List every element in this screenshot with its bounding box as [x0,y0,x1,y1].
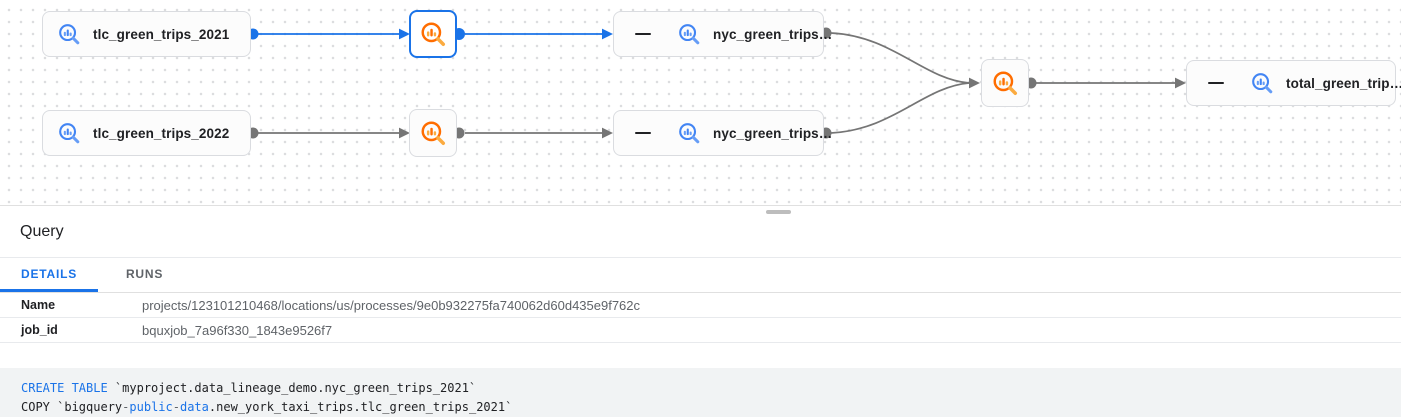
page-title: Query [20,223,64,240]
lineage-graph-canvas[interactable]: tlc_green_trips_2021 tlc_green_trips_202… [0,0,1401,206]
node-label: nyc_green_trips… [713,125,833,141]
node-label: total_green_trip… [1286,75,1401,91]
sql-line-1: CREATE TABLE `myproject.data_lineage_dem… [21,379,1401,398]
sql-text: .new_york_taxi_trips.tlc_green_trips_202… [208,400,513,414]
node-label: tlc_green_trips_2022 [93,125,230,141]
bigquery-table-icon [1252,73,1273,94]
tab-details[interactable]: DETAILS [0,258,99,292]
node-label: tlc_green_trips_2021 [93,26,230,42]
node-query-process-selected[interactable] [409,10,457,58]
row-value: projects/123101210468/locations/us/proce… [142,297,641,313]
sql-text: - [172,400,180,414]
bigquery-table-icon [679,123,700,144]
query-process-icon [421,121,446,146]
node-nyc-green-trips-bottom[interactable]: nyc_green_trips… [613,110,832,156]
sql-keyword: CREATE TABLE [21,381,108,395]
lineage-edges [247,27,1186,139]
node-tlc-green-trips-2021[interactable]: tlc_green_trips_2021 [42,11,251,57]
node-nyc-green-trips-top[interactable]: nyc_green_trips… [613,11,832,57]
tab-label: RUNS [125,266,164,281]
sql-keyword: data [179,400,209,414]
sql-text: - [122,400,130,414]
sql-text: COPY `bigquery [21,400,123,414]
sql-keyword: public [129,400,173,414]
table-row-job-id: job_id bquxjob_7a96f330_1843e9526f7 [0,318,1401,343]
bigquery-table-icon [59,24,80,45]
panel-header: Query [0,207,1401,258]
node-total-green-trips[interactable]: total_green_trip… [1186,60,1401,106]
sql-code-block: CREATE TABLE `myproject.data_lineage_dem… [0,368,1401,417]
node-query-process-merge[interactable] [981,59,1029,107]
query-process-icon [993,71,1018,96]
edge-gray-paths [247,27,1186,139]
node-tlc-green-trips-2022[interactable]: tlc_green_trips_2022 [42,110,251,156]
tab-bar: DETAILS RUNS [0,258,1401,293]
row-key: job_id [21,323,58,337]
tab-runs[interactable]: RUNS [98,258,191,292]
collapse-icon[interactable] [635,125,651,141]
bigquery-table-icon [679,24,700,45]
sql-line-2: COPY `bigquery-public-data.new_york_taxi… [21,398,1401,417]
collapse-icon[interactable] [635,26,651,42]
row-key: Name [21,298,56,312]
collapse-icon[interactable] [1208,75,1224,91]
row-value: bquxjob_7a96f330_1843e9526f7 [142,322,333,338]
query-process-icon [421,22,446,47]
table-row-name: Name projects/123101210468/locations/us/… [0,293,1401,318]
details-panel: Query DETAILS RUNS Name projects/1231012… [0,207,1401,417]
panel-resize-handle[interactable] [766,210,791,214]
tab-label: DETAILS [21,266,78,281]
node-label: nyc_green_trips… [713,26,833,42]
details-table: Name projects/123101210468/locations/us/… [0,293,1401,343]
node-query-process[interactable] [409,109,457,157]
sql-text: `myproject.data_lineage_demo.nyc_green_t… [107,381,477,395]
bigquery-table-icon [59,123,80,144]
